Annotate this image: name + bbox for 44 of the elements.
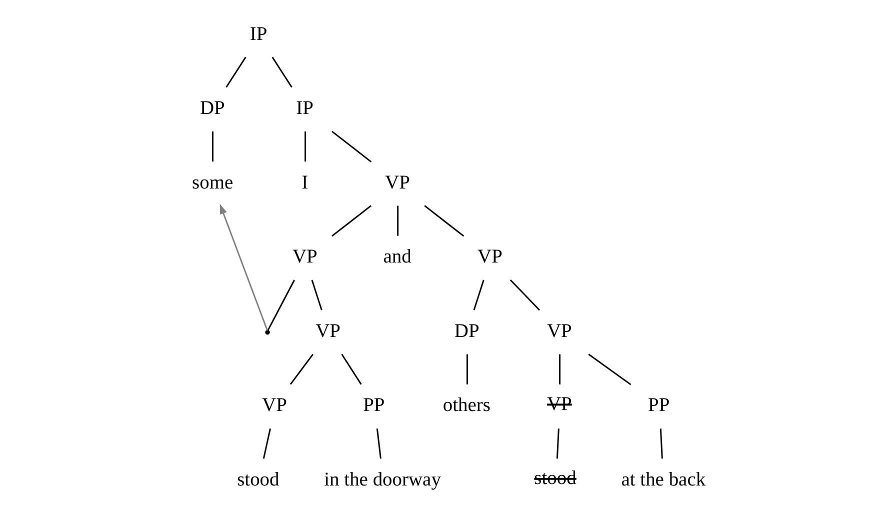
connector <box>473 280 484 310</box>
node-text: some <box>192 172 234 194</box>
connector <box>212 131 214 162</box>
node-text: and <box>383 246 412 268</box>
node-text: IP <box>250 24 268 45</box>
node-text: at the back <box>621 469 706 490</box>
node-text: VP <box>546 394 572 415</box>
connector <box>466 354 468 384</box>
connector <box>267 280 295 331</box>
node-text: PP <box>363 395 385 416</box>
connector <box>510 280 540 311</box>
connector <box>588 354 632 386</box>
connector <box>332 205 372 237</box>
connector <box>559 354 560 384</box>
node-text: IP <box>296 98 314 120</box>
node-text: VP <box>385 172 410 194</box>
connector <box>262 428 271 459</box>
connector <box>556 428 560 459</box>
node-text: I <box>302 172 308 194</box>
node-text: others <box>442 395 490 416</box>
connector <box>397 206 399 236</box>
node-text: VP <box>262 395 287 416</box>
arrow <box>220 204 268 331</box>
node-text: stood <box>237 469 280 490</box>
connector <box>290 354 314 385</box>
node-text: VP <box>292 246 318 268</box>
connector <box>304 131 306 162</box>
connector <box>660 428 663 459</box>
node-text: VP <box>478 246 502 268</box>
connector <box>332 130 372 162</box>
connector <box>376 428 382 459</box>
node-text: in the doorway <box>324 469 441 490</box>
node-point <box>265 330 270 335</box>
node-text: VP <box>316 320 341 342</box>
connector <box>226 56 246 88</box>
connector <box>311 280 322 310</box>
connector <box>341 354 362 385</box>
connector <box>424 205 464 237</box>
node-text: VP <box>546 320 572 342</box>
node-text: stood <box>534 468 576 490</box>
node-text: PP <box>648 395 670 416</box>
connector <box>272 56 292 88</box>
node-text: DP <box>454 320 480 342</box>
node-text: DP <box>200 98 225 120</box>
